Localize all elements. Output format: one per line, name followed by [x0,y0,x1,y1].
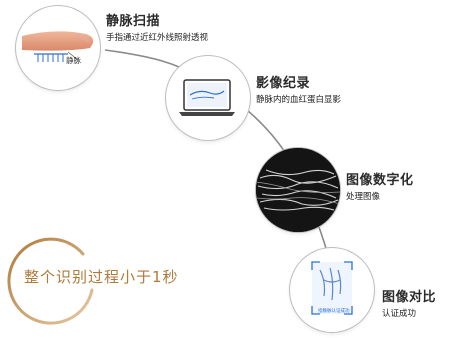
finger-scan-inner-label: 静脉 [66,56,81,65]
timing-text: 整个识别过程小于1秒 [24,268,179,286]
step-4-label: 图像对比 认证成功 [382,290,436,320]
step-3-label: 图像数字化 处理图像 [346,173,414,203]
vein-pattern-icon [256,148,340,232]
finger-scan-icon [16,6,100,90]
step-1-label: 静脉扫描 手指通过近红外线照射透视 [106,14,208,44]
step-desc: 处理图像 [346,192,381,202]
step-desc: 静脉内的血红蛋白显影 [256,95,342,105]
step-title: 图像数字化 [346,173,414,188]
step-desc: 认证成功 [382,309,417,319]
step-desc: 手指通过近红外线照射透视 [106,33,209,43]
step-title: 图像对比 [382,290,437,305]
step-title: 静脉扫描 [106,14,161,29]
step-title: 影像纪录 [256,76,311,91]
step-2-label: 影像纪录 静脉内的血红蛋白显影 [256,76,341,106]
scan-compare-icon [290,248,374,332]
timing-ring-icon [7,237,94,325]
compare-inner-label: 指静脉认证成功 [318,309,350,314]
laptop-vein-icon [166,56,250,140]
